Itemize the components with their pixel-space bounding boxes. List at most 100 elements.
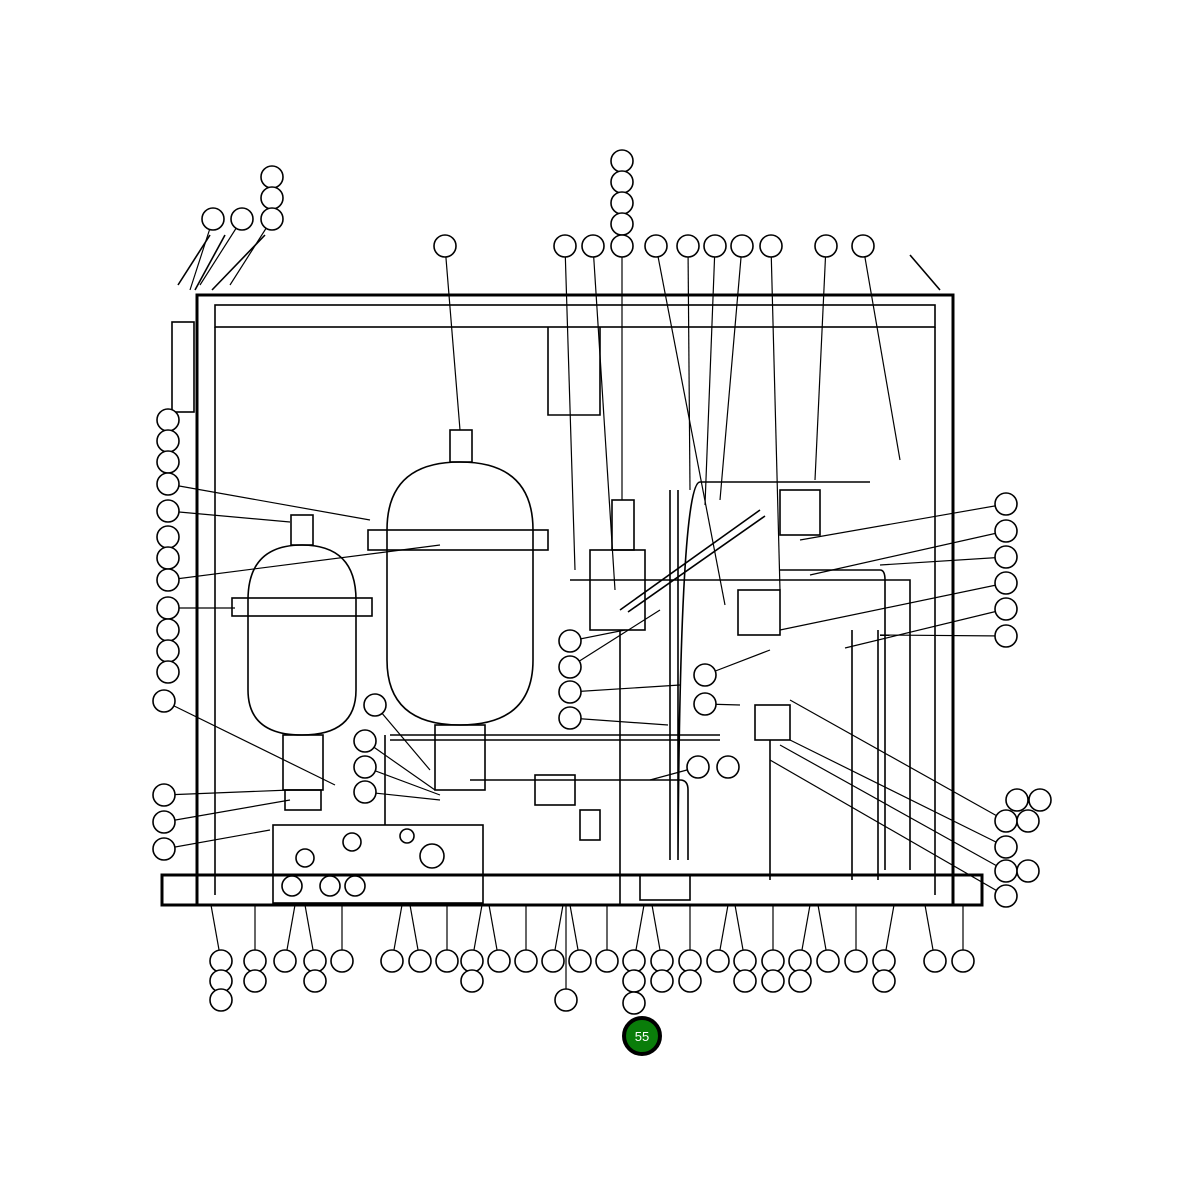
callout-circle[interactable] [759,234,783,258]
callout-circle[interactable] [243,949,267,973]
callout-circle[interactable] [209,949,233,973]
callout-circle[interactable] [558,655,582,679]
callout-circle[interactable] [650,969,674,993]
callout-circle[interactable] [152,810,176,834]
callout-circle[interactable] [610,212,634,236]
callout-circle[interactable] [581,234,605,258]
callout-circle[interactable] [353,780,377,804]
callout-circle[interactable] [595,949,619,973]
callout-circle[interactable] [303,949,327,973]
callout-circle[interactable] [994,835,1018,859]
callout-circle[interactable] [923,949,947,973]
callout-circle[interactable] [433,234,457,258]
callout-circle[interactable] [678,949,702,973]
callout-circle[interactable] [994,809,1018,833]
callout-circle[interactable] [678,969,702,993]
callout-circle[interactable] [260,165,284,189]
callout-circle[interactable] [610,149,634,173]
callout-circle[interactable] [703,234,727,258]
callout-circle[interactable] [1016,859,1040,883]
callout-circle[interactable] [156,546,180,570]
callout-circle[interactable] [730,234,754,258]
callout-circle[interactable] [1005,788,1029,812]
callout-circle[interactable] [622,949,646,973]
callout-circle[interactable] [761,969,785,993]
callout-circle[interactable] [558,629,582,653]
callout-circle[interactable] [706,949,730,973]
callout-circle[interactable] [156,450,180,474]
callout-circle[interactable] [994,545,1018,569]
callout-circle[interactable] [435,949,459,973]
callout-circle[interactable] [460,969,484,993]
callout-55[interactable]: 55 [622,1016,662,1056]
callout-circle[interactable] [733,949,757,973]
callout-circle[interactable] [553,234,577,258]
callout-circle[interactable] [156,596,180,620]
callout-circle[interactable] [994,624,1018,648]
callout-circle[interactable] [260,186,284,210]
callout-circle[interactable] [273,949,297,973]
callout-circle[interactable] [152,837,176,861]
callout-circle[interactable] [554,988,578,1012]
callout-circle[interactable] [622,991,646,1015]
callout-circle[interactable] [622,969,646,993]
callout-circle[interactable] [693,692,717,716]
callout-circle[interactable] [676,234,700,258]
callout-circle[interactable] [872,949,896,973]
callout-circle[interactable] [156,618,180,642]
callout-circle[interactable] [201,207,225,231]
callout-circle[interactable] [380,949,404,973]
callout-circle[interactable] [156,429,180,453]
callout-circle[interactable] [788,949,812,973]
callout-circle[interactable] [994,859,1018,883]
callout-circle[interactable] [487,949,511,973]
callout-circle[interactable] [353,729,377,753]
callout-circle[interactable] [558,706,582,730]
callout-circle[interactable] [693,663,717,687]
callout-circle[interactable] [156,568,180,592]
callout-circle[interactable] [568,949,592,973]
callout-circle[interactable] [230,207,254,231]
callout-circle[interactable] [844,949,868,973]
callout-circle[interactable] [558,680,582,704]
callout-circle[interactable] [610,191,634,215]
callout-circle[interactable] [610,170,634,194]
callout-circle[interactable] [994,884,1018,908]
callout-circle[interactable] [994,492,1018,516]
callout-circle[interactable] [156,660,180,684]
callout-circle[interactable] [994,571,1018,595]
callout-circle[interactable] [610,234,634,258]
callout-circle[interactable] [733,969,757,993]
callout-circle[interactable] [260,207,284,231]
callout-circle[interactable] [872,969,896,993]
callout-circle[interactable] [156,408,180,432]
callout-circle[interactable] [156,499,180,523]
callout-circle[interactable] [814,234,838,258]
callout-circle[interactable] [363,693,387,717]
callout-circle[interactable] [514,949,538,973]
callout-circle[interactable] [686,755,710,779]
callout-circle[interactable] [851,234,875,258]
callout-circle[interactable] [408,949,432,973]
callout-circle[interactable] [460,949,484,973]
callout-circle[interactable] [650,949,674,973]
callout-circle[interactable] [644,234,668,258]
callout-circle[interactable] [951,949,975,973]
callout-circle[interactable] [1028,788,1052,812]
callout-circle[interactable] [156,525,180,549]
callout-circle[interactable] [816,949,840,973]
callout-circle[interactable] [152,783,176,807]
callout-circle[interactable] [994,519,1018,543]
callout-circle[interactable] [761,949,785,973]
callout-circle[interactable] [353,755,377,779]
callout-circle[interactable] [330,949,354,973]
callout-circle[interactable] [788,969,812,993]
callout-circle[interactable] [156,639,180,663]
callout-circle[interactable] [1016,809,1040,833]
callout-circle[interactable] [156,472,180,496]
callout-circle[interactable] [152,689,176,713]
callout-circle[interactable] [716,755,740,779]
highlighted-callout-circle[interactable] [622,1016,662,1056]
callout-circle[interactable] [994,597,1018,621]
callout-circle[interactable] [243,969,267,993]
